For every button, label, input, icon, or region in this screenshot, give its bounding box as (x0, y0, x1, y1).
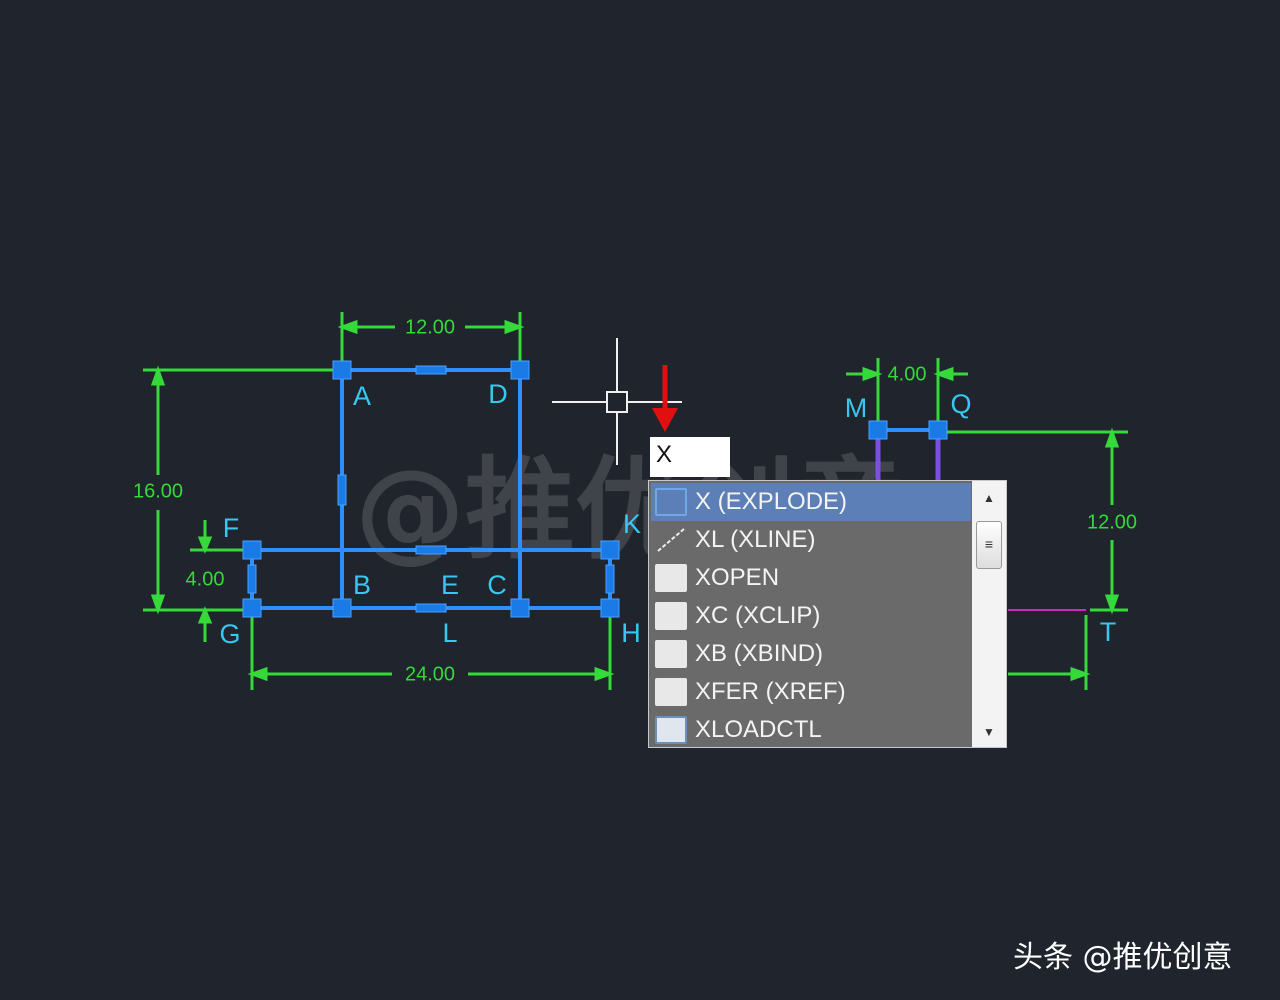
autocomplete-item-explode[interactable]: X (EXPLODE) (651, 483, 971, 521)
purple-lines (875, 432, 941, 480)
point-label-f: F (223, 513, 240, 543)
dimensions (143, 312, 1128, 690)
autocomplete-item-xref[interactable]: XFER (XREF) (651, 673, 971, 711)
point-label-l: L (442, 618, 457, 648)
autocomplete-item-xbind[interactable]: XB (XBIND) (651, 635, 971, 673)
dim-right-height: 12.00 (1087, 511, 1137, 533)
point-label-k: K (623, 509, 641, 539)
autocomplete-item-xopen[interactable]: XOPEN (651, 559, 971, 597)
point-label-q: Q (950, 389, 971, 419)
point-label-t: T (1100, 617, 1117, 647)
scroll-down-icon[interactable]: ▼ (983, 725, 995, 739)
xloadctl-icon (655, 716, 687, 744)
xline-icon (655, 526, 687, 554)
scroll-thumb[interactable]: ≡ (976, 521, 1002, 569)
xclip-icon (655, 602, 687, 630)
dim-left-small: 4.00 (186, 568, 225, 590)
dim-right-top: 4.00 (888, 363, 927, 385)
item-label: XLOADCTL (695, 716, 822, 743)
point-label-c: C (487, 570, 507, 600)
point-label-d: D (488, 379, 508, 409)
point-label-g: G (219, 619, 240, 649)
autocomplete-item-xline[interactable]: XL (XLINE) (651, 521, 971, 559)
point-label-a: A (353, 381, 371, 411)
dim-top-width: 12.00 (405, 316, 455, 338)
red-arrow-icon (652, 365, 678, 432)
point-label-h: H (621, 618, 641, 648)
item-label: X (EXPLODE) (695, 488, 848, 515)
autocomplete-item-xloadctl[interactable]: XLOADCTL (651, 711, 971, 749)
autocomplete-item-xclip[interactable]: XC (XCLIP) (651, 597, 971, 635)
xref-icon (655, 678, 687, 706)
item-label: XFER (XREF) (695, 678, 846, 705)
footer-watermark: 头条 @推优创意 (1013, 940, 1233, 975)
explode-icon (655, 488, 687, 516)
scroll-up-icon[interactable]: ▲ (983, 491, 995, 505)
point-label-b: B (353, 570, 371, 600)
item-label: XC (XCLIP) (695, 602, 821, 629)
item-label: XL (XLINE) (695, 526, 816, 553)
scrollbar[interactable]: ▲ ≡ ▼ (972, 481, 1006, 747)
crosshair-cursor (552, 338, 682, 465)
grips[interactable] (242, 360, 948, 618)
point-label-e: E (441, 570, 459, 600)
dynamic-input-field[interactable]: X (650, 437, 730, 477)
autocomplete-list[interactable]: X (EXPLODE) XL (XLINE) XOPEN XC (XCLIP) … (648, 480, 1007, 748)
dim-left-height: 16.00 (133, 480, 183, 502)
point-label-m: M (845, 393, 868, 423)
item-label: XOPEN (695, 564, 780, 591)
xbind-icon (655, 640, 687, 668)
dim-bottom-width: 24.00 (405, 663, 455, 685)
item-label: XB (XBIND) (695, 640, 824, 667)
xopen-icon (655, 564, 687, 592)
